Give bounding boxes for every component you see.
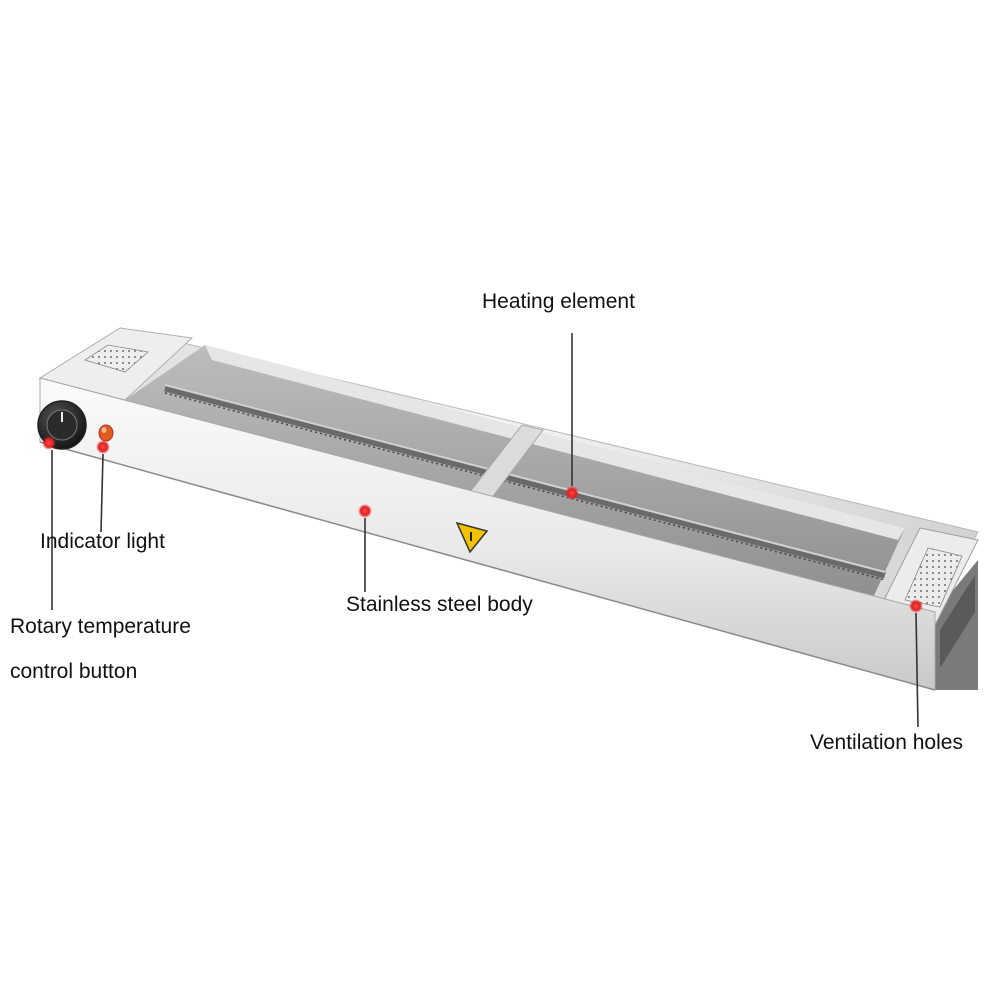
marker-indicator xyxy=(96,440,110,454)
callout-heating-element: Heating element xyxy=(482,290,635,313)
callout-indicator-light: Indicator light xyxy=(40,530,165,553)
marker-knob xyxy=(42,436,56,450)
callout-markers xyxy=(42,333,923,728)
indicator-light-icon xyxy=(98,424,114,442)
warmer-top xyxy=(38,327,979,626)
callout-stainless-steel-body: Stainless steel body xyxy=(346,593,533,616)
heating-element-rod xyxy=(164,384,886,581)
ventilation-grille-icon xyxy=(877,527,979,626)
callout-rotary-temperature-line2: control button xyxy=(10,660,138,683)
marker-body xyxy=(358,504,372,518)
marker-heating xyxy=(565,486,579,500)
callout-rotary-temperature-line1: Rotary temperature xyxy=(10,615,191,638)
callout-ventilation-holes: Ventilation holes xyxy=(810,731,963,754)
right-end-cap xyxy=(935,560,978,690)
warning-triangle-icon xyxy=(455,521,489,554)
marker-vent xyxy=(909,599,923,613)
